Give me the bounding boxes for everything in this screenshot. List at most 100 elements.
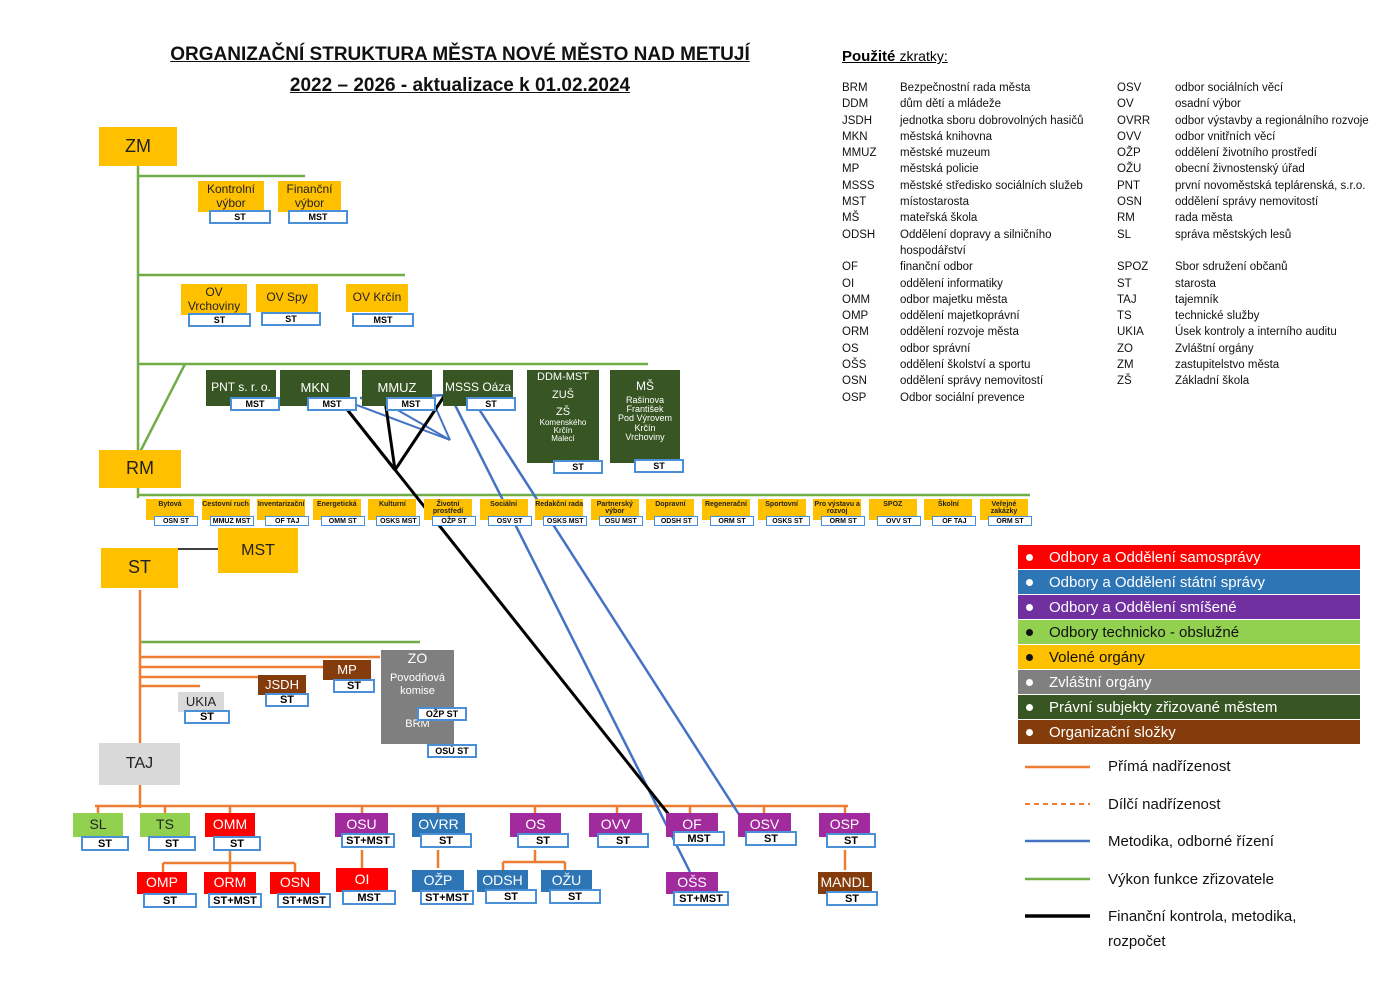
commission-tag: OF TAJ [265,516,310,526]
bullet-icon [1026,703,1033,711]
abbreviation-code: TAJ [1117,293,1137,306]
legend-category: Odbory technicko - obslužné [1018,620,1360,644]
node-zo[interactable]: ZO Povodňová komise BRM [381,650,454,744]
legend-line-finance-2: rozpočet [1108,933,1166,950]
abbreviations-heading-rest: zkratky: [899,48,948,64]
commission-box[interactable]: Veřejné zakázky [980,499,1028,520]
zo-line2: Povodňová [389,672,446,685]
legend-category: Odbory a Oddělení státní správy [1018,570,1360,594]
commission-box[interactable]: Sportovní [757,499,806,520]
legend-line-finance: Finanční kontrola, metodika, [1108,908,1297,925]
ms-line1: MŠ [636,379,654,393]
node-rm[interactable]: RM [99,450,181,488]
node-st[interactable]: ST [101,548,178,588]
node-zm[interactable]: ZM [99,127,177,166]
abbreviation-code: UKIA [1117,326,1144,339]
abbreviation-text: starosta [1175,277,1216,290]
commission-tag: OŽP ST [432,516,476,526]
node-oss[interactable]: OŠS [666,872,718,894]
commission-box[interactable]: Regenerační [702,499,750,520]
commission-box[interactable]: Školní [924,499,973,520]
node-ov-krcin[interactable]: OV Krčín [346,284,408,312]
commission-box[interactable]: Životní prostředí [424,499,472,520]
ms-line6: Vrchoviny [625,432,665,443]
commission-box[interactable]: Kulturní [368,499,417,520]
node-osn[interactable]: OSN [270,872,320,894]
commission-box[interactable]: Inventarizační [257,499,306,520]
node-ms[interactable]: MŠ Rašínova František Pod Výrovem Krčín … [610,370,680,463]
node-ozu[interactable]: OŽU [541,870,592,892]
commission-box[interactable]: Partnerský výbor [590,499,639,520]
abbreviation-text: oddělení informatiky [900,277,1003,290]
node-sl[interactable]: SL [73,813,123,837]
node-ukia[interactable]: UKIA [178,692,224,712]
node-ts[interactable]: TS [140,813,190,837]
abbreviation-text: Úsek kontroly a interního auditu [1175,326,1337,339]
node-mandl[interactable]: MANDL [818,872,872,894]
node-omm[interactable]: OMM [205,813,255,837]
zo-line3: komise [400,684,435,697]
node-mp[interactable]: MP [323,660,371,680]
abbreviation-code: PNT [1117,179,1140,192]
node-ov-spy[interactable]: OV Spy [256,284,318,312]
node-mst[interactable]: MST [218,528,298,573]
node-financni-vybor[interactable]: Finanční výbor [278,181,341,212]
commission-box[interactable]: SPOZ [868,499,917,520]
commission-box[interactable]: Cestovní ruch [201,499,250,520]
commission-box[interactable]: Energetická [312,499,361,520]
commission-tag: ORM ST [821,516,866,526]
abbreviation-text: oddělení správy nemovitostí [900,375,1044,388]
node-oi[interactable]: OI [336,868,388,892]
legend-category-label: Odbory a Oddělení samosprávy [1049,548,1261,566]
ddm-line5: Krčín [553,426,573,436]
node-odsh[interactable]: ODSH [477,870,528,892]
abbreviation-row: hospodářství [842,243,1114,259]
tag-ddm: ST [553,460,603,474]
node-jsdh[interactable]: JSDH [258,675,306,695]
node-ddm-zus-zs[interactable]: DDM-MST ZUŠ ZŠ Komenského Krčín Malecí [527,370,599,463]
commission-box[interactable]: Sociální [479,499,528,520]
commission-tag: OSN ST [154,516,198,526]
tag-ts: ST [148,836,196,851]
abbreviation-text: místostarosta [900,196,970,209]
node-taj[interactable]: TAJ [99,743,180,785]
commission-box[interactable]: Bytová [146,499,194,520]
abbreviation-code: MMUZ [842,147,877,160]
node-ov-vrchoviny[interactable]: OV Vrchoviny [181,284,247,315]
abbreviation-text: Odbor sociální prevence [900,391,1025,404]
node-ozp[interactable]: OŽP [412,870,464,892]
ddm-line4: Komenského [539,417,587,427]
abbreviation-text: odbor výstavby a regionálního rozvoje [1175,114,1369,127]
abbreviation-code: OF [842,261,858,274]
commission-box[interactable]: Redakční rada [535,499,584,520]
legend-category-label: Právní subjekty zřizované městem [1049,698,1278,716]
commission-box[interactable]: Pro výstavu a rozvoj [813,499,862,520]
abbreviation-text: Oddělení dopravy a silničního [900,228,1052,241]
tag-omm: ST [213,836,261,851]
zo-line4: BRM [405,718,430,731]
abbreviation-code: OSP [842,391,867,404]
abbreviation-text: odbor vnitřních věcí [1175,130,1276,143]
bullet-icon [1026,553,1033,561]
abbreviation-text: finanční odbor [900,261,973,274]
node-kontrolni-vybor[interactable]: Kontrolní výbor [198,181,264,212]
abbreviation-code [842,243,900,259]
abbreviation-row: UKIA Úsek kontroly a interního auditu [1117,324,1397,340]
legend-line-founder: Výkon funkce zřizovatele [1108,871,1274,888]
node-orm[interactable]: ORM [204,872,256,894]
node-omp[interactable]: OMP [137,872,187,894]
commission-tag: OSKS ST [765,516,810,526]
commission-box[interactable]: Dopravní [646,499,695,520]
